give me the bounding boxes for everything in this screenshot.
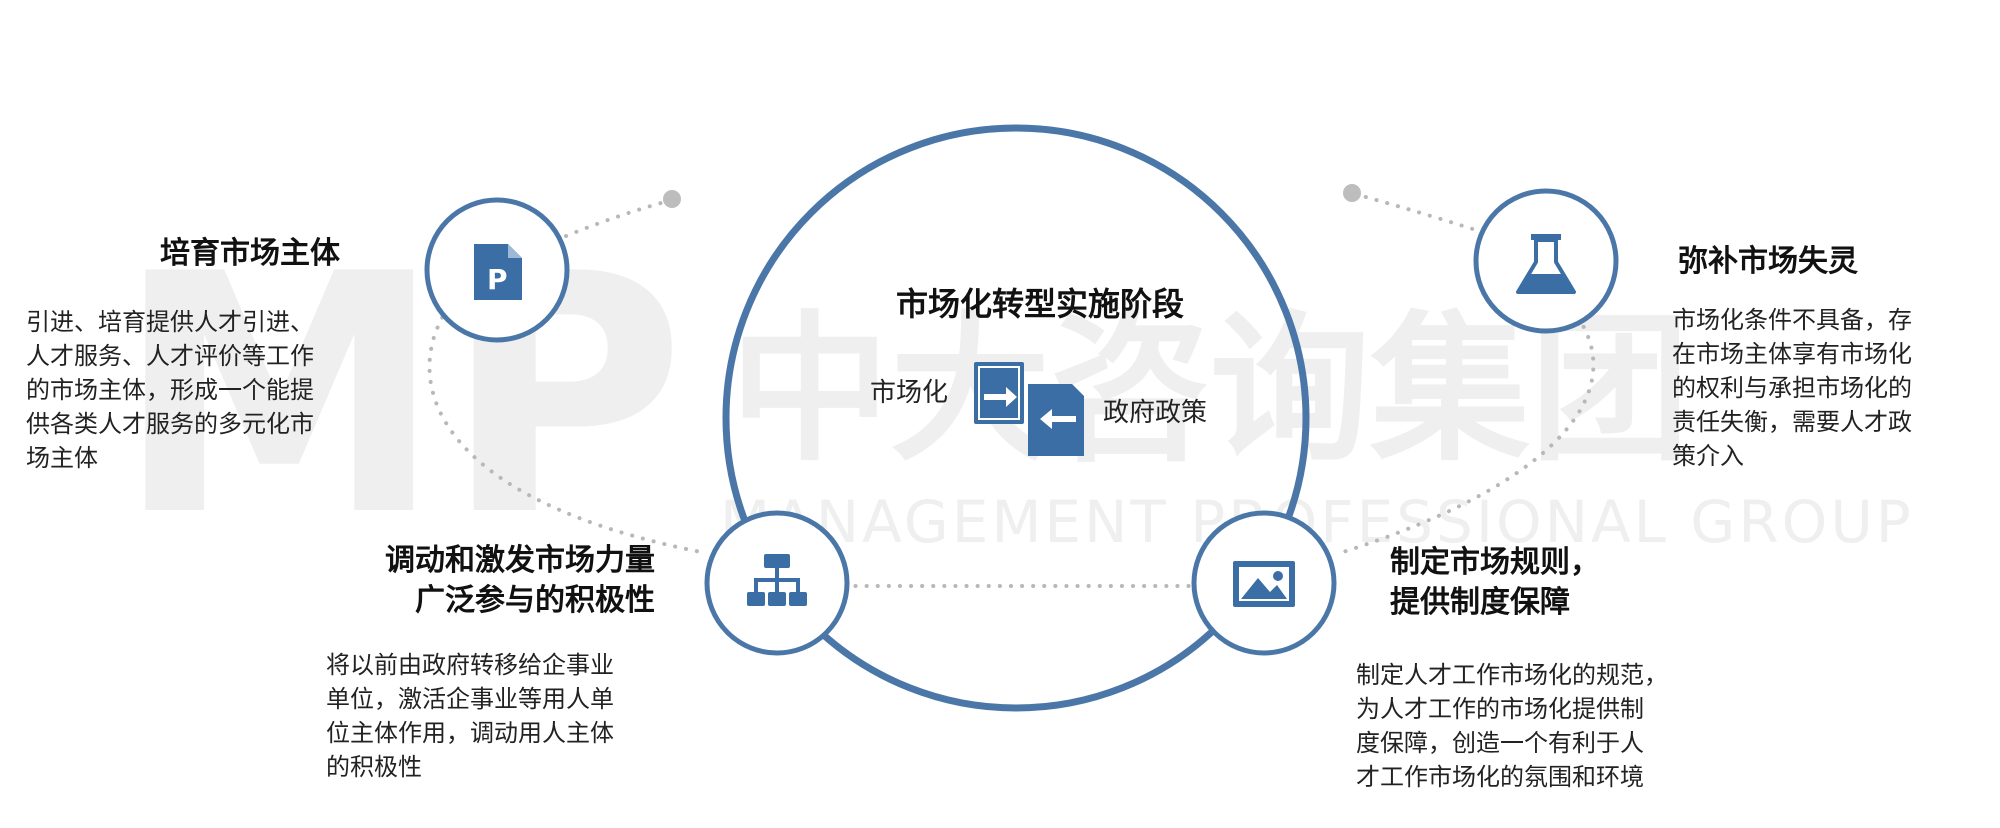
- document-exchange-icon: [974, 362, 1084, 456]
- org-chart-icon: [747, 554, 807, 606]
- node-top-right-title: 弥补市场失灵: [1678, 242, 1858, 282]
- title-line: 调动和激发市场力量: [385, 543, 655, 578]
- body-line: 才工作市场化的氛围和环境: [1356, 763, 1644, 791]
- node-bottom-left-title: 调动和激发市场力量 广泛参与的积极性: [345, 541, 655, 621]
- node-bottom-left-body: 将以前由政府转移给企事业 单位，激活企事业等用人单 位主体作用，调动用人主体 的…: [326, 648, 614, 784]
- image-icon: [1233, 561, 1295, 607]
- node-circle-top-right: [1473, 188, 1619, 334]
- body-line: 市场化条件不具备，存: [1672, 306, 1912, 334]
- body-line: 在市场主体享有市场化: [1672, 340, 1912, 368]
- body-line: 策介入: [1672, 442, 1744, 470]
- node-top-right-body: 市场化条件不具备，存 在市场主体享有市场化 的权利与承担市场化的 责任失衡，需要…: [1672, 303, 1912, 473]
- body-line: 责任失衡，需要人才政: [1672, 408, 1912, 436]
- body-line: 引进、培育提供人才引进、: [26, 308, 314, 336]
- body-line: 度保障，创造一个有利于人: [1356, 729, 1644, 757]
- title-line: 广泛参与的积极性: [415, 583, 655, 618]
- body-line: 场主体: [26, 444, 98, 472]
- body-line: 人才服务、人才评价等工作: [26, 342, 314, 370]
- flask-icon: [1516, 234, 1576, 294]
- node-bottom-right-body: 制定人才工作市场化的规范， 为人才工作的市场化提供制 度保障，创造一个有利于人 …: [1356, 658, 1668, 794]
- node-top-left-title: 培育市场主体: [160, 234, 340, 274]
- title-line: 提供制度保障: [1390, 585, 1570, 620]
- body-line: 将以前由政府转移给企事业: [326, 651, 614, 679]
- center-title: 市场化转型实施阶段: [895, 285, 1184, 323]
- center-right-label: 政府政策: [1103, 398, 1208, 428]
- node-top-left-body: 引进、培育提供人才引进、 人才服务、人才评价等工作 的市场主体，形成一个能提 供…: [26, 305, 314, 475]
- node-bottom-right-title: 制定市场规则， 提供制度保障: [1390, 543, 1600, 623]
- title-line: 制定市场规则，: [1390, 545, 1600, 580]
- body-line: 制定人才工作市场化的规范，: [1356, 661, 1668, 689]
- body-line: 的市场主体，形成一个能提: [26, 376, 314, 404]
- connector-right-arc: [1338, 298, 1596, 555]
- connector-top-left: [564, 198, 674, 238]
- connector-end-dot-left: [663, 190, 681, 208]
- dotted-connectors: [427, 192, 1596, 588]
- body-line: 单位，激活企事业等用人单: [326, 685, 614, 713]
- connector-top-right: [1353, 192, 1484, 234]
- body-line: 位主体作用，调动用人主体: [326, 719, 614, 747]
- center-left-label: 市场化: [870, 378, 949, 408]
- title-line: 弥补市场失灵: [1678, 244, 1858, 279]
- center-circle: [722, 124, 1310, 712]
- ppt-document-icon: P: [474, 244, 522, 300]
- title-line: 培育市场主体: [160, 236, 340, 271]
- body-line: 的积极性: [326, 753, 422, 781]
- body-line: 供各类人才服务的多元化市: [26, 410, 314, 438]
- body-line: 的权利与承担市场化的: [1672, 374, 1912, 402]
- connector-end-dot-right: [1343, 184, 1361, 202]
- ppt-letter: P: [487, 263, 508, 296]
- body-line: 为人才工作的市场化提供制: [1356, 695, 1644, 723]
